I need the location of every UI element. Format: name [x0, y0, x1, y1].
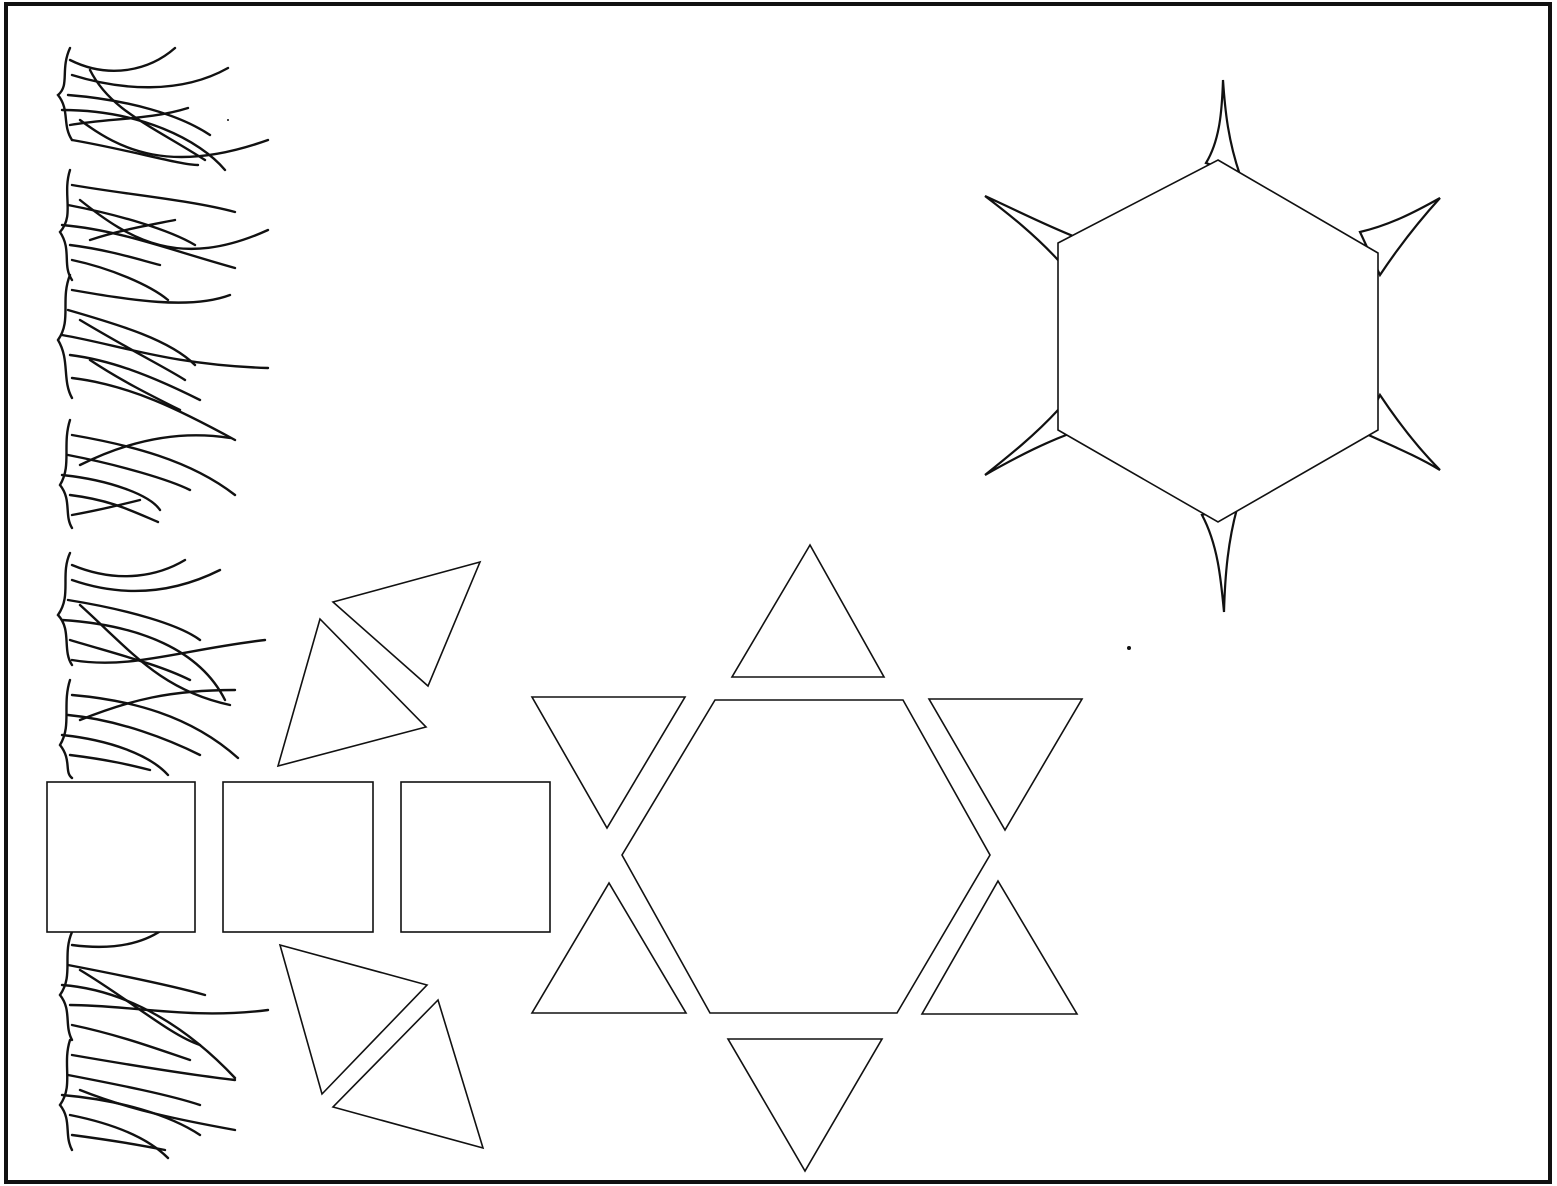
stray-speck — [1127, 646, 1131, 650]
net-square-middle — [223, 782, 373, 932]
net-square-left — [47, 782, 195, 932]
stray-speck — [227, 119, 229, 121]
net-square-right — [401, 782, 550, 932]
